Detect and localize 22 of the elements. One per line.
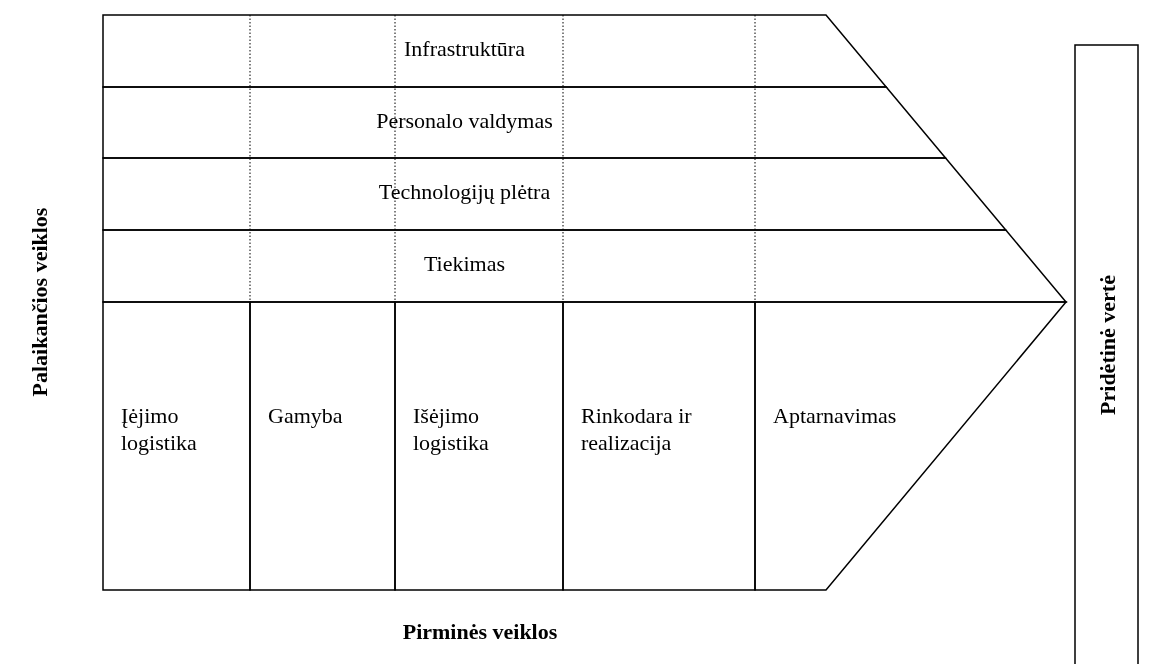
band-title: Infrastruktūra — [403, 35, 526, 62]
axis-title: Pirminės veiklos — [402, 619, 558, 645]
column-title: Įėjimo logistika — [121, 402, 198, 456]
primary-activity-column — [250, 302, 395, 590]
primary-activity-column — [103, 302, 250, 590]
column-title: Aptarnavimas — [773, 402, 898, 429]
band-title: Technologijų plėtra — [377, 178, 552, 205]
primary-activity-column — [755, 302, 1066, 590]
band-title: Tiekimas — [422, 250, 507, 277]
box-title: Pridėtinė vertė — [1093, 275, 1120, 415]
support-activity-band — [103, 87, 946, 158]
result-box — [1075, 45, 1138, 664]
band-title: Personalo valdymas — [375, 106, 554, 134]
column-title: Išėjimo logistika — [413, 402, 490, 456]
support-activity-band — [103, 230, 1066, 302]
primary-activity-column — [563, 302, 755, 590]
support-activity-band — [103, 158, 1006, 230]
primary-activity-column — [395, 302, 563, 590]
column-title: Rinkodara ir realizacija — [581, 402, 693, 456]
column-title: Gamyba — [268, 402, 344, 429]
axis-title: Palaikančios veiklos — [27, 207, 53, 397]
support-activity-band — [103, 15, 887, 87]
